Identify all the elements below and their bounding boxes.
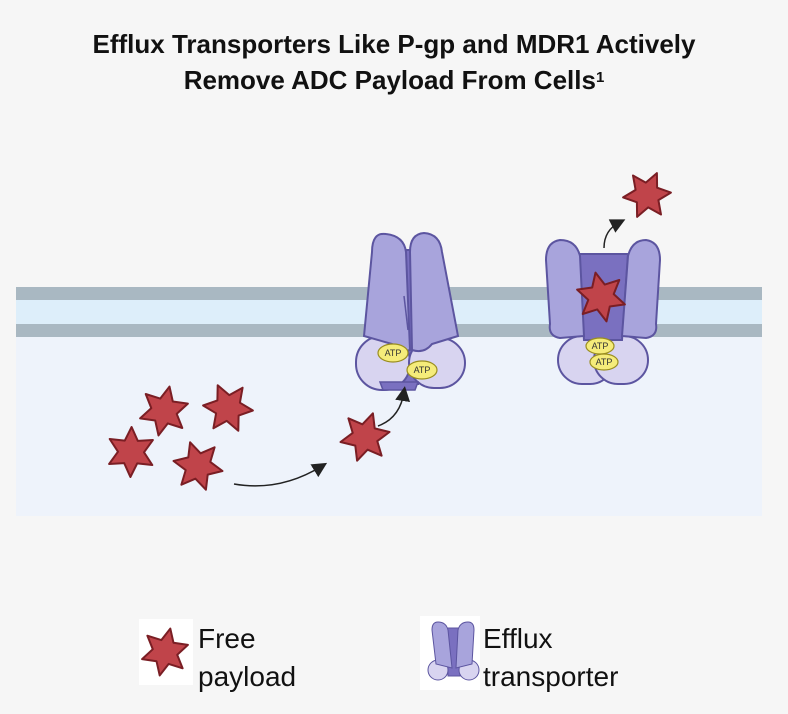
citation-superscript: 1 bbox=[595, 69, 605, 86]
title-line-1: Efflux Transporters Like P-gp and MDR1 A… bbox=[92, 29, 696, 59]
payload-star bbox=[202, 384, 254, 432]
uptake-arrow bbox=[377, 386, 411, 427]
payload-star bbox=[172, 441, 224, 491]
legend-payload-label: Free payload bbox=[198, 620, 296, 696]
atp-badge: ATP bbox=[585, 337, 615, 355]
payload-star bbox=[576, 271, 626, 323]
svg-text:ATP: ATP bbox=[592, 341, 609, 351]
svg-text:ATP: ATP bbox=[414, 365, 431, 375]
efflux-transporter-inward bbox=[355, 231, 466, 391]
legend-payload-line-2: payload bbox=[198, 661, 297, 692]
legend-transporter-line-1: Efflux bbox=[483, 623, 553, 654]
title-line-2-text: Remove ADC Payload From Cells bbox=[183, 65, 596, 95]
payload-star bbox=[108, 426, 154, 478]
atp-badge: ATP bbox=[406, 360, 438, 380]
atp-badge: ATP bbox=[377, 343, 409, 363]
legend-transporter-line-2: transporter bbox=[483, 661, 619, 692]
svg-text:ATP: ATP bbox=[385, 348, 402, 358]
legend-payload-star bbox=[141, 627, 189, 677]
legend-payload-line-1: Free bbox=[198, 623, 256, 654]
legend-payload-icon bbox=[141, 627, 189, 677]
figure-title: Efflux Transporters Like P-gp and MDR1 A… bbox=[0, 26, 788, 98]
efflux-arrow bbox=[603, 219, 626, 249]
title-line-2: Remove ADC Payload From Cells1 bbox=[0, 62, 788, 98]
svg-text:ATP: ATP bbox=[596, 357, 613, 367]
atp-badge: ATP bbox=[589, 353, 619, 371]
payload-group bbox=[108, 172, 672, 491]
legend-transporter-icon bbox=[427, 621, 480, 681]
payload-star bbox=[139, 385, 189, 437]
legend-transporter-label: Efflux transporter bbox=[483, 620, 618, 696]
payload-star bbox=[339, 412, 391, 462]
payload-star bbox=[622, 172, 672, 218]
diffusion-arrow bbox=[233, 462, 328, 487]
